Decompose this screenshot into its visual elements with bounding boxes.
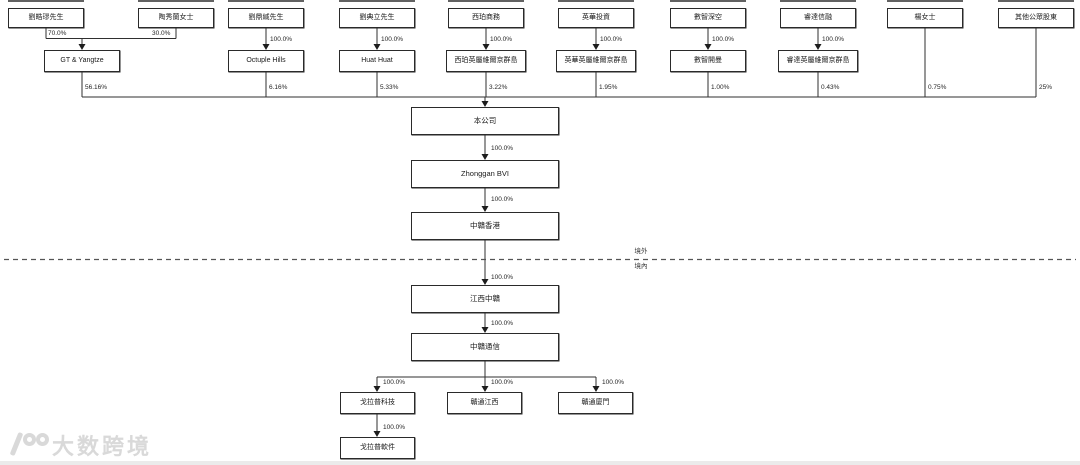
pct-sh4-huat: 100.0% xyxy=(381,36,404,43)
node-gt-yangtze: GT & Yangtze xyxy=(44,50,120,72)
pct-sh5-xipo: 100.0% xyxy=(490,36,513,43)
node-company: 本公司 xyxy=(411,107,559,135)
node-shareholder-10: 其他公眾股東 xyxy=(998,8,1074,28)
node-zhonggan-comm: 中贛通信 xyxy=(411,333,559,361)
pct-golapu-soft: 100.0% xyxy=(383,424,406,431)
pct-jiangxi-comm: 100.0% xyxy=(491,320,514,327)
pct-company-bvi: 100.0% xyxy=(491,145,514,152)
pct-sh6-yinghua: 100.0% xyxy=(600,36,623,43)
bottom-edge-strip xyxy=(0,461,1080,465)
watermark-text: 大数跨境 xyxy=(52,434,153,459)
pct-ruida-company: 0.43% xyxy=(821,84,840,91)
pct-comm-gantong-jx: 100.0% xyxy=(491,379,514,386)
watermark-100-icon xyxy=(6,429,52,461)
node-golapu-tech: 戈拉普科技 xyxy=(340,392,415,414)
node-zhonggan-bvi: Zhonggan BVI xyxy=(411,160,559,188)
node-gantong-xiamen: 贛通廈門 xyxy=(558,392,633,414)
onshore-label: 境內 xyxy=(634,263,648,270)
pct-huat-company: 5.33% xyxy=(380,84,399,91)
node-shareholder-4: 劉典立先生 xyxy=(339,8,415,28)
node-zhonggan-hk: 中贛香港 xyxy=(411,212,559,240)
node-shareholder-7: 數智深空 xyxy=(670,8,746,28)
node-shuzhi-cayman: 數智開曼 xyxy=(670,50,746,72)
pct-bvi-hk: 100.0% xyxy=(491,196,514,203)
pct-sh3-octuple: 100.0% xyxy=(270,36,293,43)
node-yinghua-bvi: 英華英屬維爾京群島 xyxy=(556,50,636,72)
node-gantong-jiangxi: 贛通江西 xyxy=(447,392,522,414)
node-shareholder-5: 西珀商務 xyxy=(448,8,524,28)
node-shareholder-9: 楊女士 xyxy=(887,8,963,28)
pct-comm-golapu: 100.0% xyxy=(383,379,406,386)
node-ruida-bvi: 睿達英屬維爾京群島 xyxy=(778,50,858,72)
node-xipo-bvi: 西珀英屬維爾京群島 xyxy=(446,50,526,72)
pct-gt-company: 56.16% xyxy=(85,84,108,91)
offshore-label: 境外 xyxy=(634,248,648,255)
pct-yinghua-company: 1.95% xyxy=(599,84,618,91)
watermark: 大数跨境 xyxy=(6,427,152,463)
pct-sh8-ruida: 100.0% xyxy=(822,36,845,43)
pct-xipo-company: 3.22% xyxy=(489,84,508,91)
pct-comm-gantong-xm: 100.0% xyxy=(602,379,625,386)
pct-octuple-company: 6.16% xyxy=(269,84,288,91)
node-shareholder-8: 睿達信融 xyxy=(780,8,856,28)
node-shareholder-3: 劉鼎緘先生 xyxy=(228,8,304,28)
pct-sh7-shuzhi: 100.0% xyxy=(712,36,735,43)
node-huat-huat: Huat Huat xyxy=(339,50,415,72)
node-golapu-software: 戈拉普軟件 xyxy=(340,437,415,459)
pct-sh1-gt: 70.0% xyxy=(48,30,67,37)
node-shareholder-2: 陶秀蘭女士 xyxy=(138,8,214,28)
pct-public-company: 25% xyxy=(1039,84,1053,91)
node-octuple-hills: Octuple Hills xyxy=(228,50,304,72)
node-shareholder-6: 英華投資 xyxy=(558,8,634,28)
pct-hk-jiangxi: 100.0% xyxy=(491,274,514,281)
pct-yang-company: 0.75% xyxy=(928,84,947,91)
pct-shuzhi-company: 1.00% xyxy=(711,84,730,91)
node-shareholder-1: 劉皓璆先生 xyxy=(8,8,84,28)
pct-sh2-gt: 30.0% xyxy=(152,30,171,37)
node-jiangxi-zhonggan: 江西中贛 xyxy=(411,285,559,313)
